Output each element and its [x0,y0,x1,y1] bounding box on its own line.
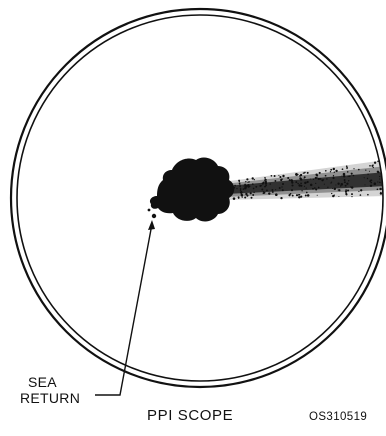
leader-arrowhead [148,220,155,230]
figure-caption: PPI SCOPE [147,408,233,423]
sea-return-blob [150,158,234,222]
sea-return-leader-line [95,224,152,395]
target-return-streak [222,160,386,201]
figure-id: OS310519 [309,412,367,424]
sea-return-label-line-1: SEA [28,375,57,389]
sea-return-label-line-2: RETURN [20,391,80,405]
sea-return-fleck [148,209,151,212]
sea-return-fleck [152,214,156,218]
